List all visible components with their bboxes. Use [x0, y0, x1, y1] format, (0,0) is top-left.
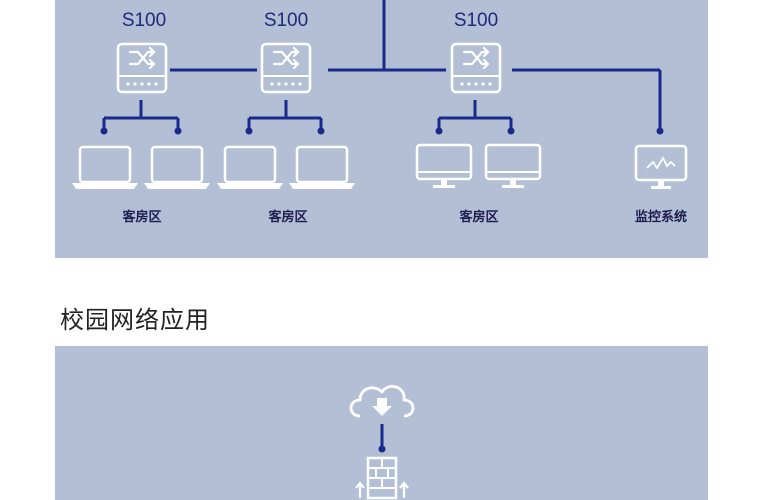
laptop-icon: [215, 145, 285, 191]
zone-label: 监控系统: [634, 210, 687, 225]
monitor-icon: [484, 143, 542, 190]
laptop-icon: [70, 145, 140, 191]
connection-lines: [102, 0, 662, 448]
monitoring-screen-icon: [634, 144, 688, 189]
switch-icon: [450, 42, 502, 94]
laptop-icon: [287, 145, 357, 191]
firewall-icon: [355, 456, 409, 500]
section-title: 校园网络应用: [60, 306, 210, 334]
switch-label: S100: [453, 10, 499, 31]
zone-label: 客房区: [268, 210, 308, 225]
connection-dots: [100, 127, 664, 453]
switch-icon: [116, 42, 168, 94]
switch-label: S100: [121, 10, 167, 31]
cloud-download-icon: [349, 385, 415, 418]
switch-label: S100: [263, 10, 309, 31]
zone-label: 客房区: [459, 210, 499, 225]
monitor-icon: [415, 143, 473, 190]
laptop-icon: [142, 145, 212, 191]
campus-panel: [55, 346, 708, 500]
switch-icon: [260, 42, 312, 94]
zone-label: 客房区: [122, 210, 162, 225]
topology-panel: [55, 0, 708, 258]
